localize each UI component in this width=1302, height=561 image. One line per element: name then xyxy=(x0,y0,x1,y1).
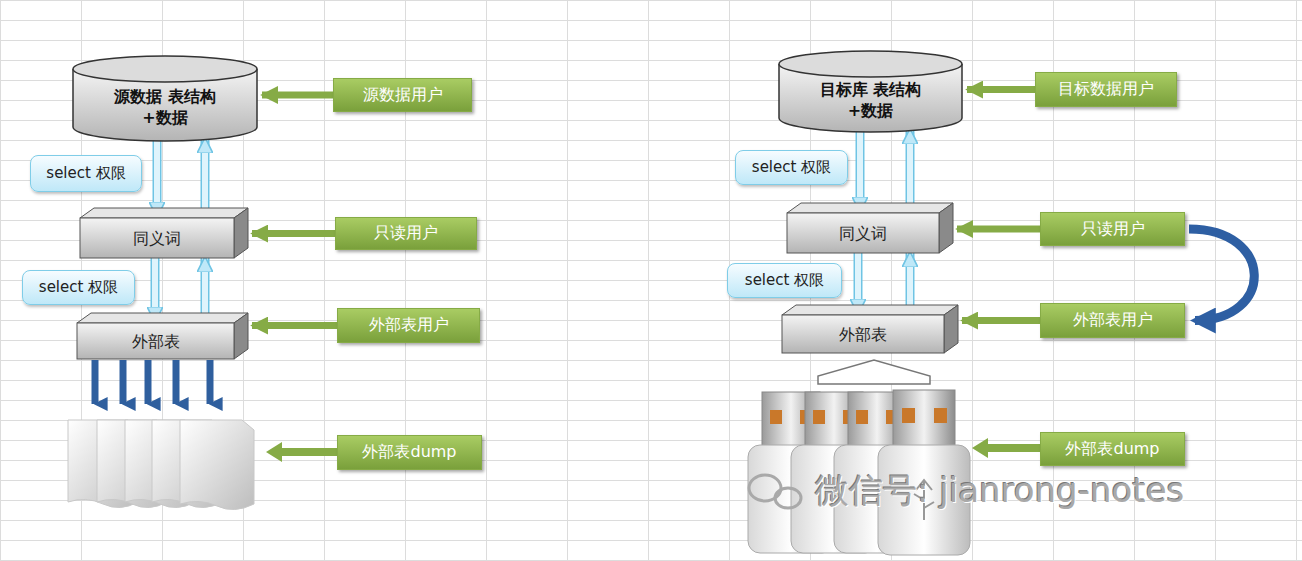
access-arrow xyxy=(205,139,206,216)
user-label-box: 外部表dump xyxy=(337,435,482,470)
curved-arrow xyxy=(1189,229,1254,321)
dump-arrows xyxy=(95,360,210,404)
permission-callout: select 权限 xyxy=(735,150,848,185)
pointer-arrow xyxy=(252,325,337,326)
watermark: 微信号: jianrong-notes xyxy=(815,468,1184,514)
permission-callout: select 权限 xyxy=(30,155,142,192)
permission-callout: select 权限 xyxy=(22,270,135,305)
wechat-icon xyxy=(749,475,801,508)
object-box: 同义词 xyxy=(787,203,953,253)
node-text: 外部表用户 xyxy=(369,315,449,336)
node-text: 同义词 xyxy=(133,229,181,250)
node-text: 只读用户 xyxy=(1081,219,1145,240)
pointer-arrow xyxy=(962,320,1040,321)
pointer-arrow xyxy=(957,229,1040,230)
user-label-box: 外部表用户 xyxy=(337,308,480,343)
node-text: select 权限 xyxy=(752,158,831,177)
access-arrow xyxy=(910,130,911,211)
node-text: 外部表dump xyxy=(362,442,456,463)
node-text: 目标库 表结构+数据 xyxy=(813,80,928,122)
dump-files xyxy=(68,420,254,510)
pointer-arrow xyxy=(967,89,1035,90)
node-text: select 权限 xyxy=(745,271,824,290)
node-text: 外部表 xyxy=(132,332,180,353)
node-text: 源数据 表结构+数据 xyxy=(107,87,222,129)
node-text: 同义词 xyxy=(839,224,887,245)
permission-callout: select 权限 xyxy=(727,263,842,298)
node-text: select 权限 xyxy=(39,278,118,297)
access-arrow xyxy=(860,130,861,211)
user-label-box: 外部表dump xyxy=(1040,432,1185,466)
import-arrow xyxy=(818,360,930,384)
node-text: 外部表 xyxy=(839,325,887,346)
user-label-box: 只读用户 xyxy=(335,217,477,250)
node-text: select 权限 xyxy=(46,164,125,183)
object-box: 外部表 xyxy=(77,313,248,359)
object-box: 外部表 xyxy=(782,305,958,353)
access-arrow xyxy=(157,139,158,216)
object-box: 同义词 xyxy=(80,208,248,258)
node-text: 只读用户 xyxy=(374,223,438,244)
access-arrow xyxy=(155,258,156,321)
node-text: 源数据用户 xyxy=(363,85,443,106)
user-label-box: 目标数据用户 xyxy=(1035,72,1177,107)
access-arrow xyxy=(205,258,206,321)
pointer-arrow xyxy=(262,95,333,96)
access-arrow xyxy=(910,253,911,313)
node-text: 外部表用户 xyxy=(1073,310,1153,331)
pointer-arrow xyxy=(252,233,335,234)
database-cylinder: 源数据 表结构+数据 xyxy=(72,55,258,141)
user-label-box: 只读用户 xyxy=(1040,212,1185,246)
access-arrow xyxy=(858,253,859,313)
node-text: 目标数据用户 xyxy=(1058,79,1154,100)
user-label-box: 外部表用户 xyxy=(1040,303,1185,338)
database-cylinder: 目标库 表结构+数据 xyxy=(778,50,963,132)
node-text: 外部表dump xyxy=(1065,439,1159,460)
user-label-box: 源数据用户 xyxy=(333,78,472,112)
